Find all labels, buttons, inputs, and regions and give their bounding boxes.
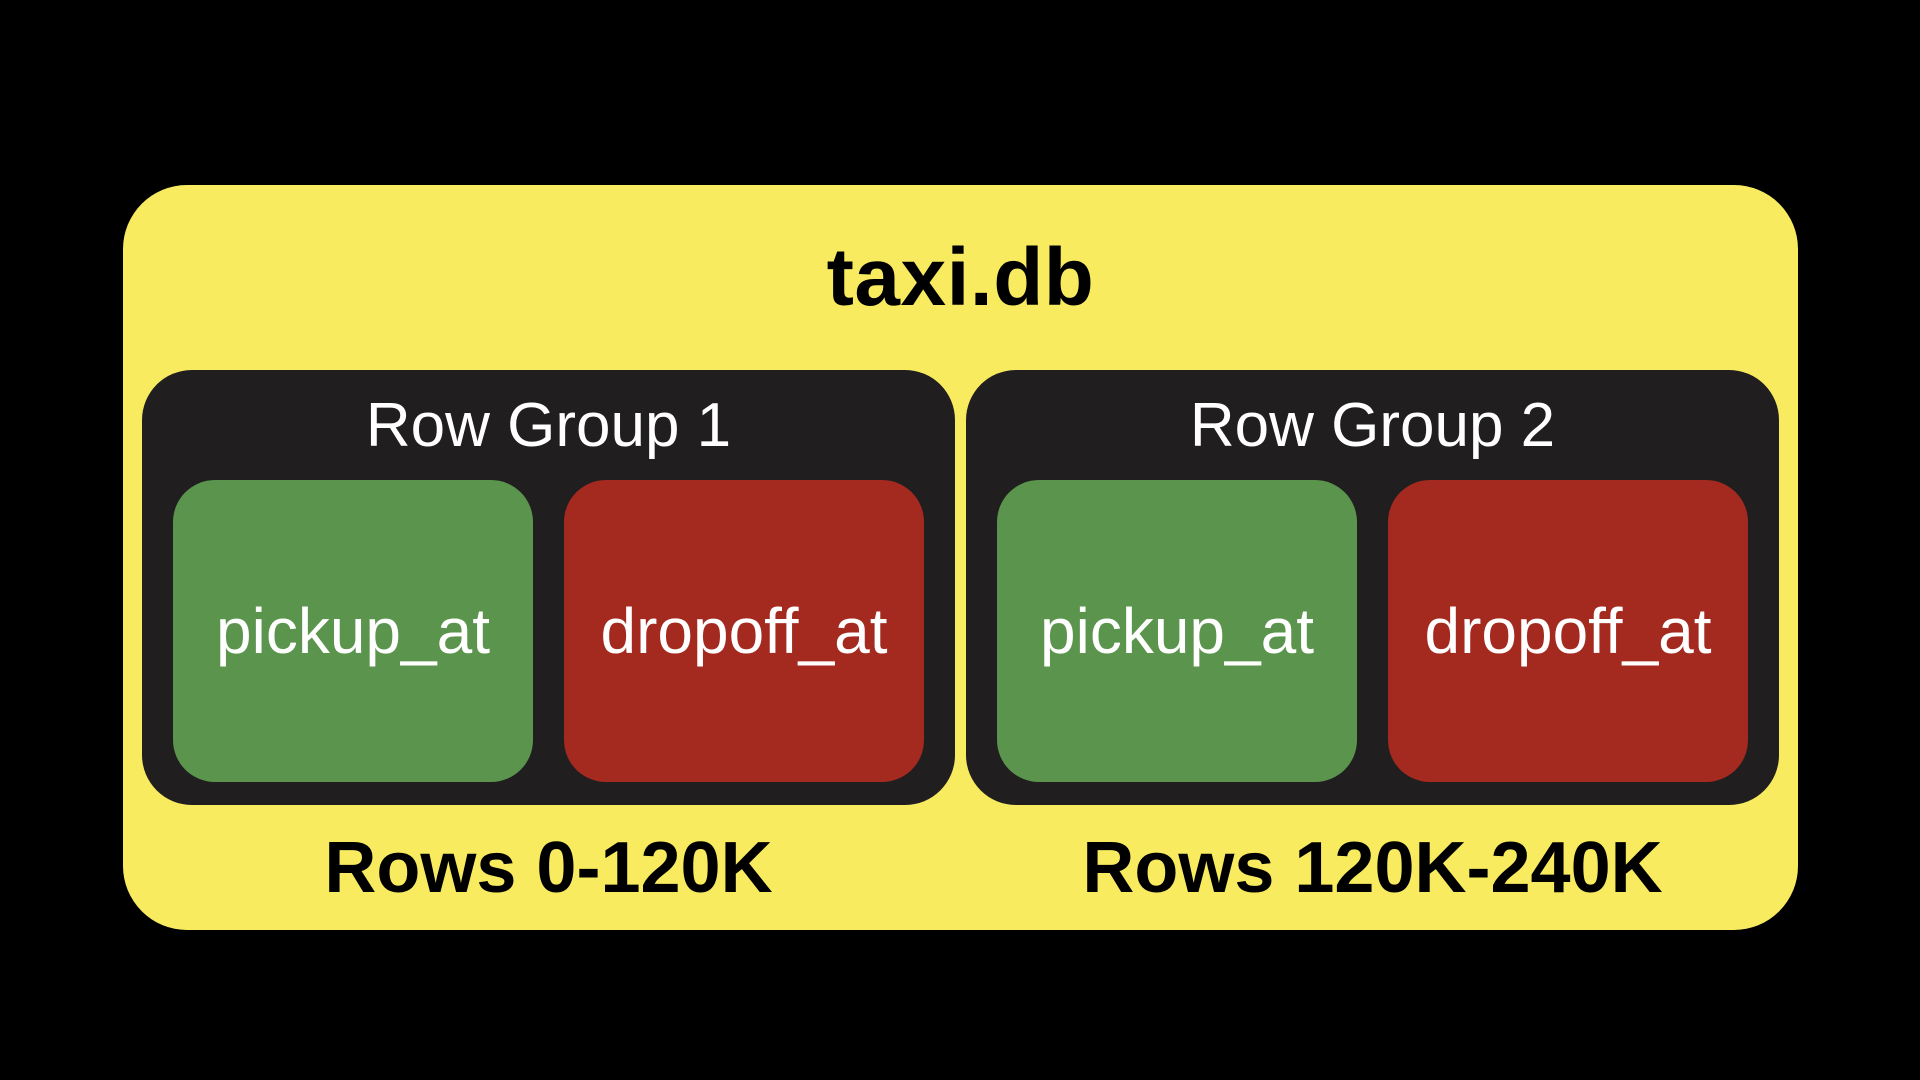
row-group-1-columns: pickup_at dropoff_at [173,480,924,782]
row-group-2-rows-range-label: Rows 120K-240K [1082,827,1663,908]
row-group-1: Row Group 1 pickup_at dropoff_at [142,370,955,805]
row-group-2-columns: pickup_at dropoff_at [997,480,1748,782]
database-file-card: taxi.db Row Group 1 pickup_at dropoff_at… [123,185,1798,930]
row-group-1-rows-range-label: Rows 0-120K [324,827,773,908]
database-file-title: taxi.db [826,231,1095,323]
row-group-1-pickup-column: pickup_at [173,480,533,782]
row-group-1-dropoff-column: dropoff_at [564,480,924,782]
rows-labels-row: Rows 0-120K Rows 120K-240K [123,805,1798,930]
row-group-2-pickup-column: pickup_at [997,480,1357,782]
row-group-1-label: Row Group 1 [365,390,732,460]
row-group-2-dropoff-column: dropoff_at [1388,480,1748,782]
row-group-2-label: Row Group 2 [1189,390,1556,460]
row-group-2: Row Group 2 pickup_at dropoff_at [966,370,1779,805]
row-groups-row: Row Group 1 pickup_at dropoff_at Row Gro… [123,370,1798,805]
